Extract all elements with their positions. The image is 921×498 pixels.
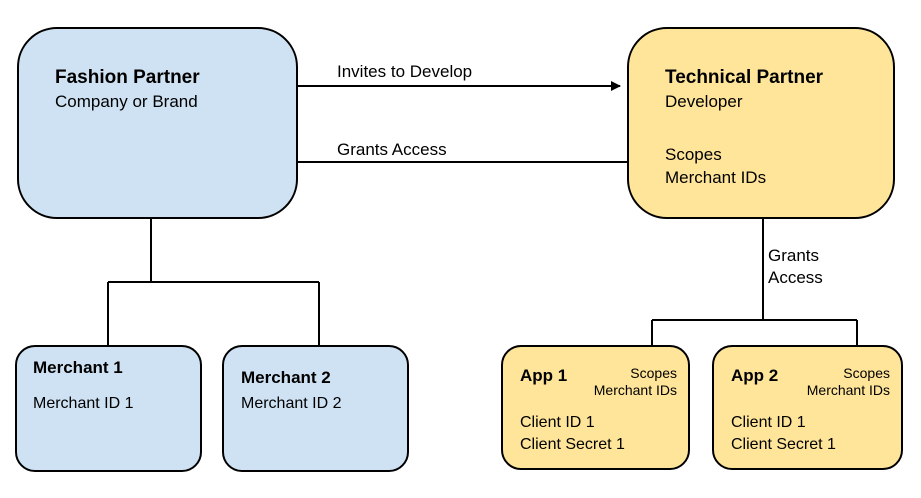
merchant-1-box bbox=[15, 345, 202, 472]
app-2-merchant-ids: Merchant IDs bbox=[806, 382, 890, 398]
app-1-title: App 1 bbox=[520, 366, 568, 385]
merchant-2-id: Merchant ID 2 bbox=[241, 395, 342, 412]
app-1-client-id: Client ID 1 bbox=[520, 414, 595, 431]
invites-label: Invites to Develop bbox=[337, 62, 473, 81]
app-1-box bbox=[501, 345, 690, 470]
grants-label-line2: Access bbox=[768, 268, 823, 287]
merchant-tree-lines bbox=[107, 219, 320, 345]
app-2-client-id: Client ID 1 bbox=[731, 414, 806, 431]
app-1-merchant-ids: Merchant IDs bbox=[593, 382, 677, 398]
technical-partner-merchant-ids: Merchant IDs bbox=[665, 168, 767, 187]
app-tree-lines bbox=[652, 219, 857, 321]
app-1-client-secret: Client Secret 1 bbox=[520, 436, 625, 453]
fashion-partner-title: Fashion Partner bbox=[55, 67, 200, 88]
merchant-2-title: Merchant 2 bbox=[241, 368, 331, 387]
app-2-client-secret: Client Secret 1 bbox=[731, 436, 836, 453]
grants-label-line1: Grants bbox=[768, 246, 820, 265]
technical-partner-subtitle: Developer bbox=[665, 92, 743, 111]
app-2-scopes: Scopes bbox=[843, 365, 890, 381]
technical-partner-box bbox=[627, 27, 895, 219]
merchant-1-title: Merchant 1 bbox=[33, 358, 123, 377]
fashion-partner-subtitle: Company or Brand bbox=[55, 92, 198, 111]
app-1-scopes: Scopes bbox=[630, 365, 677, 381]
merchant-2-box bbox=[222, 345, 409, 472]
merchant-1-id: Merchant ID 1 bbox=[33, 395, 134, 412]
grants-access-label: Grants Access bbox=[337, 140, 447, 159]
fashion-partner-box bbox=[17, 27, 298, 219]
app-2-box bbox=[712, 345, 903, 470]
technical-partner-title: Technical Partner bbox=[665, 67, 824, 88]
technical-partner-scopes: Scopes bbox=[665, 145, 722, 164]
app-2-title: App 2 bbox=[731, 366, 779, 385]
